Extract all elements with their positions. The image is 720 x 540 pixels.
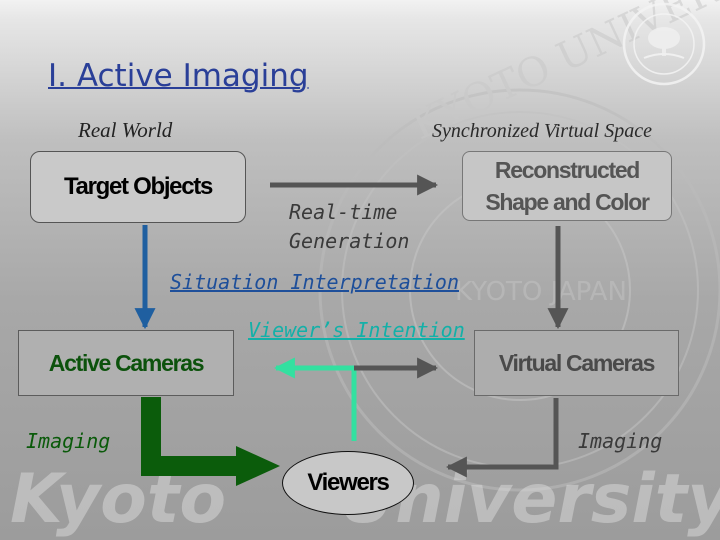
virtual-cameras-label: Virtual Cameras	[498, 349, 656, 376]
viewers-ellipse: Viewers	[282, 451, 414, 515]
virtual-cameras-box: Virtual Cameras	[474, 330, 679, 396]
real-world-label: Real World	[78, 118, 173, 142]
situation-interpretation-label: Situation Interpretation	[170, 270, 459, 294]
target-objects-box: Target Objects	[30, 151, 246, 223]
realtime-label-line2: Generation	[289, 229, 410, 253]
realtime-label-line1: Real-time	[289, 200, 398, 224]
seal-mid-text: KYOTO JAPAN	[455, 277, 627, 307]
viewers-intention-label: Viewer’s Intention	[248, 318, 465, 342]
active-imaging-arrow	[141, 397, 238, 476]
realtime-generation-label: Real-time Generation	[289, 198, 409, 256]
imaging-left-label: Imaging	[26, 429, 111, 453]
virtual-space-label: Synchronized Virtual Space	[432, 120, 652, 142]
intention-arrow-left	[273, 357, 357, 441]
reconstructed-label-line1: Reconstructed	[494, 157, 640, 183]
page-title: I. Active Imaging	[48, 58, 309, 94]
reconstructed-label-line2: Shape and Color	[485, 189, 650, 215]
virtual-imaging-arrow	[445, 398, 559, 478]
reconstructed-box: Reconstructed Shape and Color	[462, 151, 672, 221]
kyoto-logo	[622, 2, 706, 86]
viewers-label: Viewers	[307, 469, 390, 496]
imaging-right-label: Imaging	[578, 429, 663, 453]
target-objects-label: Target Objects	[63, 173, 213, 200]
active-cameras-label: Active Cameras	[48, 349, 205, 376]
active-cameras-box: Active Cameras	[18, 330, 234, 396]
active-imaging-arrowhead	[236, 446, 280, 486]
